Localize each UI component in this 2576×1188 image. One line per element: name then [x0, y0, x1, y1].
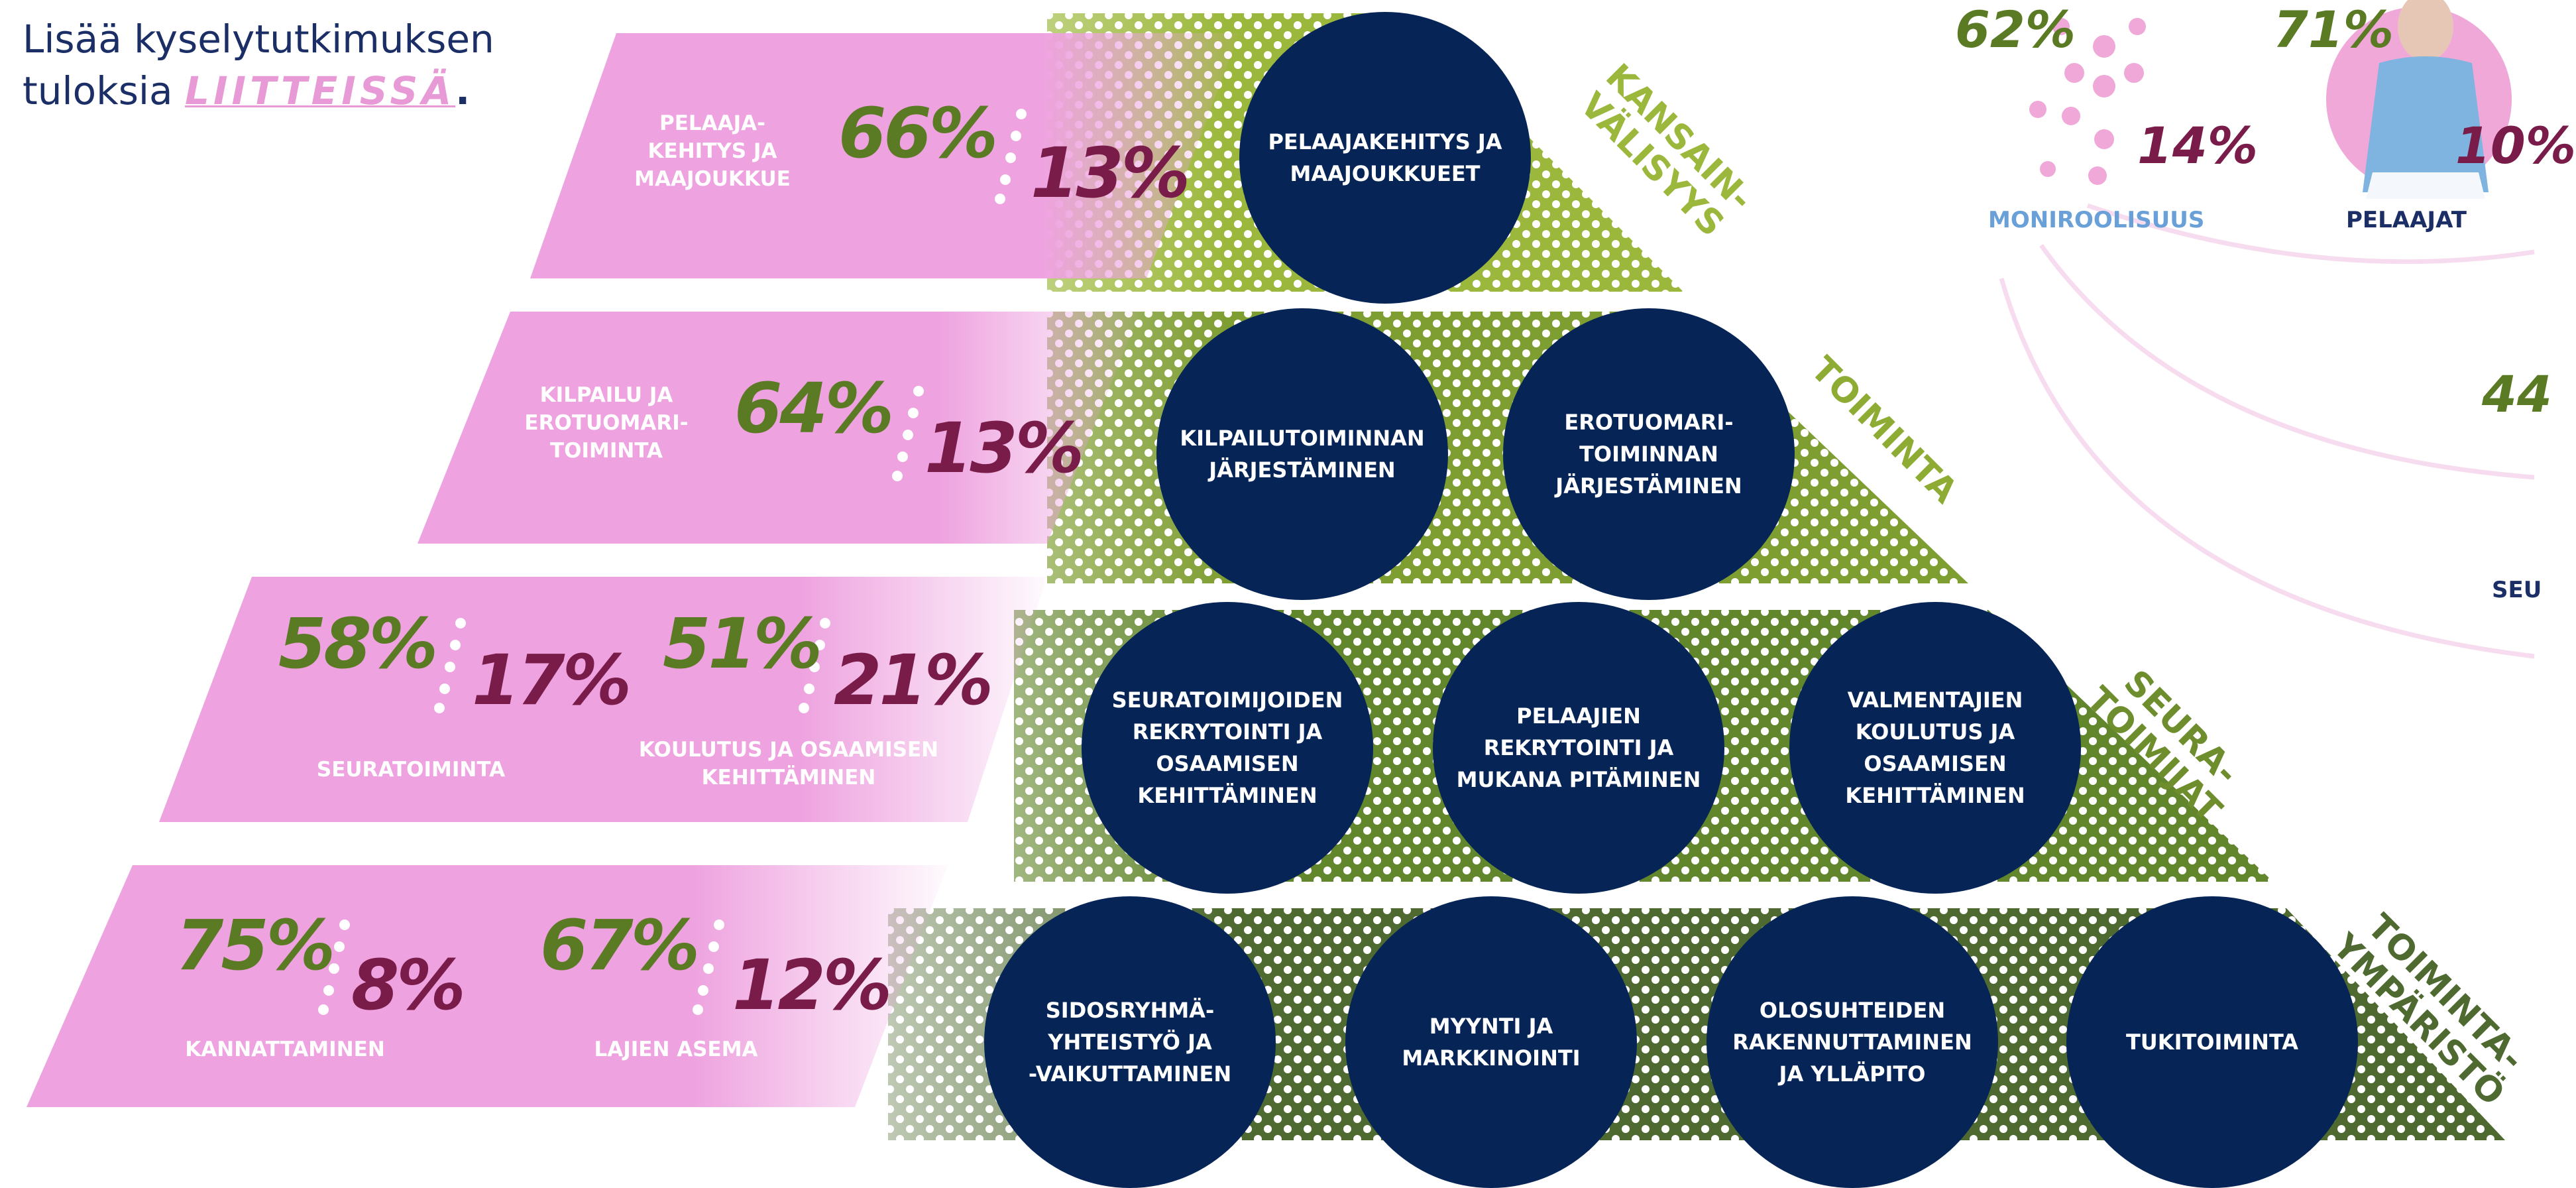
result-band-2: [418, 312, 1140, 544]
result-band-3: [159, 577, 1047, 822]
result-pct-plum-5: 8%: [351, 945, 466, 1026]
moniroolisuus-caption: MONIROOLISUUS: [1988, 207, 2205, 233]
circle-sidosryhmayhteistyo: SIDOSRYHMÄ-YHTEISTYÖ JA-VAIKUTTAMINEN: [984, 896, 1276, 1188]
result-pct-plum-3: 17%: [472, 640, 632, 721]
result-pct-green-2: 64%: [734, 368, 894, 449]
moniroolisuus-pct-plum: 14%: [2137, 116, 2258, 175]
partial-caption: SEU: [2492, 577, 2542, 603]
moniroolisuus-pct-green: 62%: [1955, 0, 2076, 59]
appendix-link[interactable]: LIITTEISSÄ: [185, 68, 456, 113]
result-pct-green-3: 58%: [278, 603, 438, 684]
result-pct-green-5: 75%: [176, 905, 335, 986]
result-label-kannattaminen: KANNATTAMINEN: [185, 1038, 385, 1061]
result-label-seuratoiminta: SEURATOIMINTA: [316, 758, 506, 782]
result-pct-plum-4: 21%: [834, 640, 993, 721]
partial-pct: 44: [2482, 365, 2552, 424]
result-label-lajien-asema: LAJIEN ASEMA: [594, 1038, 758, 1061]
intro-period: .: [455, 68, 471, 113]
intro-line-1: Lisää kyselytutkimuksen: [23, 17, 494, 62]
player-photo: [2326, 0, 2512, 199]
result-pct-green-1: 66%: [838, 93, 998, 174]
circle-tukitoiminta: TUKITOIMINTA: [2066, 896, 2358, 1188]
pelaajat-pct-green: 71%: [2273, 0, 2394, 59]
result-pct-plum-6: 12%: [732, 945, 892, 1026]
pelaajat-pct-plum: 10%: [2455, 116, 2576, 175]
result-pct-green-6: 67%: [540, 905, 700, 986]
pelaajat-caption: PELAAJAT: [2346, 207, 2467, 233]
intro-text: Lisää kyselytutkimuksen tuloksia LIITTEI…: [23, 13, 494, 117]
result-pct-plum-1: 13%: [1031, 133, 1190, 213]
result-pct-green-4: 51%: [663, 603, 822, 684]
result-band-1: [530, 33, 1239, 278]
intro-line-2: tuloksia: [23, 68, 185, 113]
result-pct-plum-2: 13%: [924, 408, 1084, 489]
